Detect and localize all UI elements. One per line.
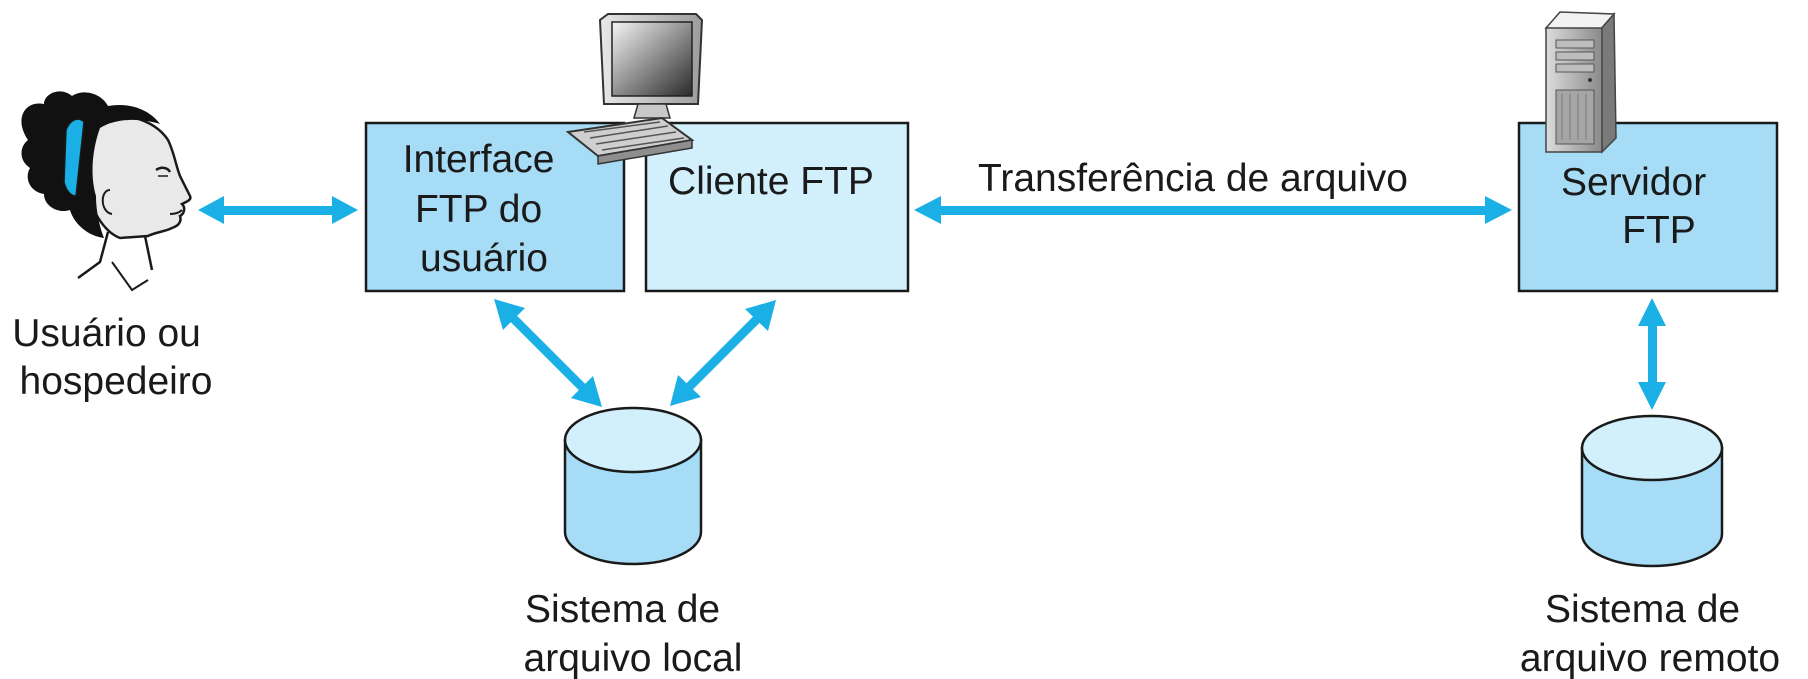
user-interface-box	[364, 121, 626, 293]
ftp-client-box	[644, 121, 910, 293]
remote-filesystem-icon	[1580, 414, 1724, 568]
user-person-icon	[21, 91, 192, 292]
server-remotefs-arrow	[1638, 298, 1666, 410]
server-tower-icon	[1544, 11, 1617, 154]
file-transfer-label: Transferência de arquivo	[978, 157, 1408, 200]
local-filesystem-label: Sistema de arquivo local	[524, 588, 743, 679]
file-transfer-arrow	[914, 196, 1512, 224]
ftp-client-label: Cliente FTP	[668, 160, 874, 203]
client-localfs-arrow	[670, 300, 776, 406]
user-interface-label: Interface FTP do usuário	[403, 138, 566, 280]
user-host-label: Usuário ou hospedeiro	[12, 312, 212, 403]
local-filesystem-icon	[563, 406, 703, 566]
ftp-server-label: Servidor FTP	[1561, 161, 1717, 252]
remote-filesystem-label: Sistema de arquivo remoto	[1520, 588, 1780, 679]
user-interface-arrow	[198, 196, 358, 224]
interface-localfs-arrow	[494, 299, 602, 407]
computer-icon	[565, 13, 704, 165]
